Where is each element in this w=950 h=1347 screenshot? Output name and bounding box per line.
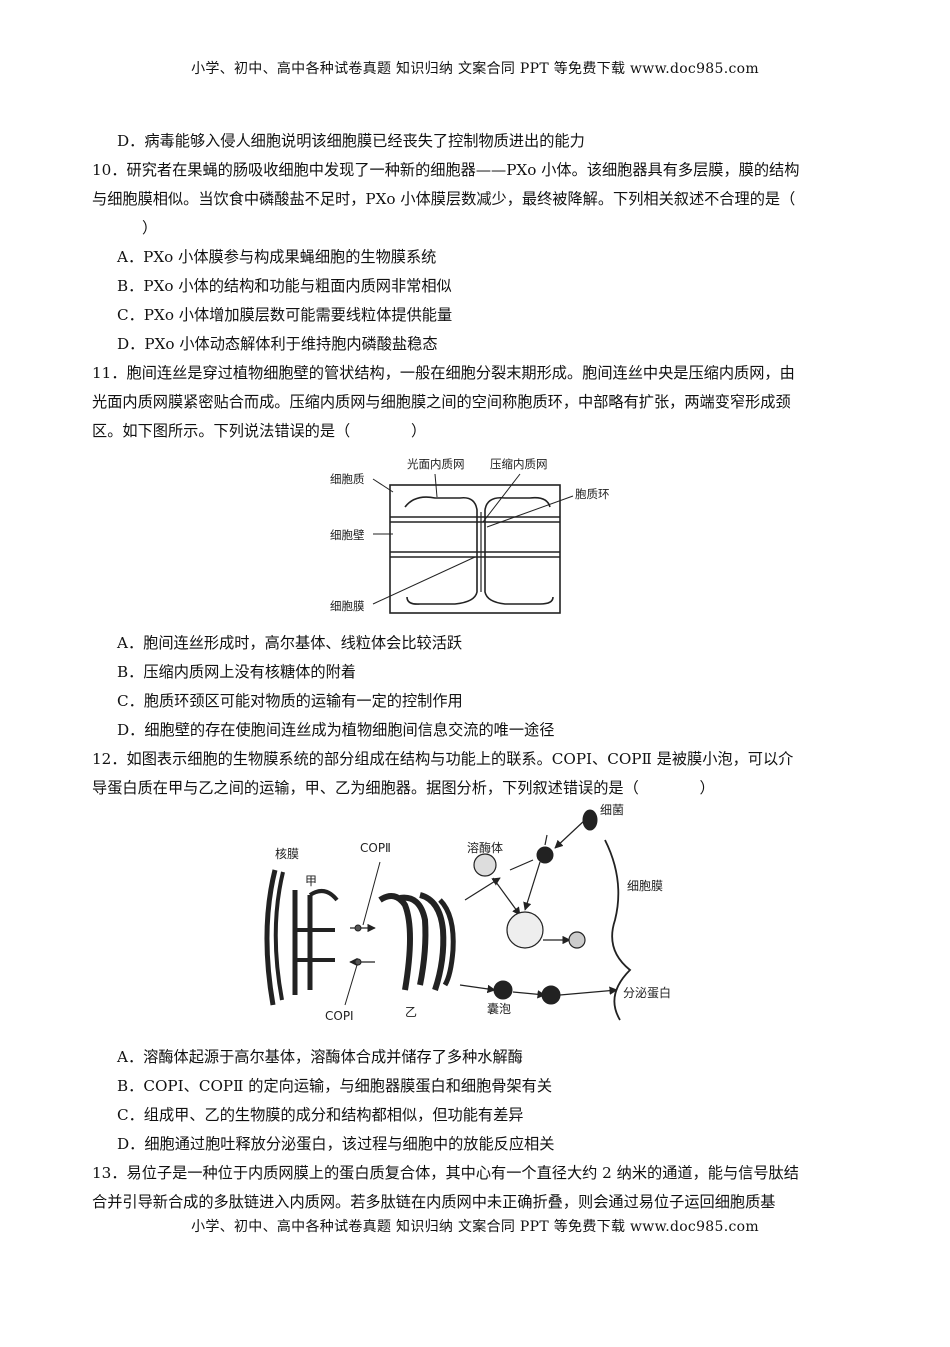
q13-stem-line-1: 13．易位子是一种位于内质网膜上的蛋白质复合体，其中心有一个直径大约 2 纳米的…: [92, 1164, 799, 1182]
label-cell-membrane: 细胞膜: [627, 879, 663, 893]
label-copi: COPⅠ: [325, 1009, 354, 1023]
label-vesicle: 囊泡: [487, 1001, 511, 1016]
label-yi: 乙: [405, 1005, 417, 1019]
q12-option-d: D．细胞通过胞吐释放分泌蛋白，该过程与细胞中的放能反应相关: [117, 1135, 555, 1153]
q11-stem-line-3: 区。如下图所示。下列说法错误的是（ ）: [92, 422, 427, 440]
q12-option-b: B．COPⅠ、COPⅡ 的定向运输，与细胞器膜蛋白和细胞骨架有关: [117, 1077, 553, 1095]
q10-option-d: D．PXo 小体动态解体利于维持胞内磷酸盐稳态: [117, 335, 438, 353]
q11-option-b: B．压缩内质网上没有核糖体的附着: [117, 663, 356, 681]
label-copii: COPⅡ: [360, 841, 391, 855]
plasmodesma-figure: 光面内质网 压缩内质网 细胞质 胞质环 细胞壁 细胞膜: [330, 457, 610, 614]
q11-stem-line-2: 光面内质网膜紧密贴合而成。压缩内质网与细胞膜之间的空间称胞质环，中部略有扩张，两…: [92, 393, 791, 411]
label-smooth-er: 光面内质网: [407, 457, 465, 471]
label-cell-membrane: 细胞膜: [330, 599, 365, 613]
q10-option-c: C．PXo 小体增加膜层数可能需要线粒体提供能量: [117, 306, 453, 324]
label-cell-wall: 细胞壁: [330, 528, 365, 542]
biomembrane-figure: 细菌 核膜 COPⅡ 溶酶体 甲 细胞膜 COPⅠ 乙 囊泡 分泌蛋白: [264, 803, 671, 1023]
q12-option-a: A．溶酶体起源于高尔基体，溶酶体合成并储存了多种水解酶: [117, 1048, 523, 1066]
q10-option-b: B．PXo 小体的结构和功能与粗面内质网非常相似: [117, 277, 452, 295]
q12-stem-line-2: 导蛋白质在甲与乙之间的运输，甲、乙为细胞器。据图分析，下列叙述错误的是（ ）: [92, 779, 715, 797]
q12-stem-line-1: 12．如图表示细胞的生物膜系统的部分组成在结构与功能上的联系。COPⅠ、COPⅡ…: [92, 750, 794, 768]
label-lysosome: 溶酶体: [467, 840, 503, 855]
label-nuclear-membrane: 核膜: [275, 847, 299, 861]
q11-option-a: A．胞间连丝形成时，高尔基体、线粒体会比较活跃: [117, 634, 463, 652]
cell-wall-outline: [389, 484, 561, 614]
q10-stem-line-3: ）: [142, 219, 158, 237]
q11-stem-line-1: 11．胞间连丝是穿过植物细胞壁的管状结构，一般在细胞分裂末期形成。胞间连丝中央是…: [92, 364, 795, 382]
label-bacteria: 细菌: [600, 803, 624, 817]
label-jia: 甲: [305, 874, 317, 888]
page-footer: 小学、初中、高中各种试卷真题 知识归纳 文案合同 PPT 等免费下载 www.d…: [191, 1219, 759, 1235]
q10-stem-line-2: 与细胞膜相似。当饮食中磷酸盐不足时，PXo 小体膜层数减少，最终被降解。下列相关…: [92, 190, 796, 208]
q10-option-a: A．PXo 小体膜参与构成果蝇细胞的生物膜系统: [117, 248, 437, 266]
label-cytoplasmic-sleeve: 胞质环: [575, 487, 610, 501]
label-cytoplasm: 细胞质: [330, 472, 365, 486]
q13-stem-line-2: 合并引导新合成的多肽链进入内质网。若多肽链在内质网中未正确折叠，则会通过易位子运…: [92, 1193, 776, 1211]
q12-option-c: C．组成甲、乙的生物膜的成分和结构都相似，但功能有差异: [117, 1106, 524, 1124]
label-compressed-er: 压缩内质网: [490, 457, 548, 471]
q9-option-d: D．病毒能够入侵人细胞说明该细胞膜已经丧失了控制物质进出的能力: [117, 132, 585, 150]
q10-stem-line-1: 10．研究者在果蝇的肠吸收细胞中发现了一种新的细胞器——PXo 小体。该细胞器具…: [92, 161, 800, 179]
q11-option-d: D．细胞壁的存在使胞间连丝成为植物细胞间信息交流的唯一途径: [117, 721, 555, 739]
q11-option-c: C．胞质环颈区可能对物质的运输有一定的控制作用: [117, 692, 463, 710]
label-secreted-protein: 分泌蛋白: [623, 985, 671, 1000]
page-header: 小学、初中、高中各种试卷真题 知识归纳 文案合同 PPT 等免费下载 www.d…: [191, 61, 759, 77]
